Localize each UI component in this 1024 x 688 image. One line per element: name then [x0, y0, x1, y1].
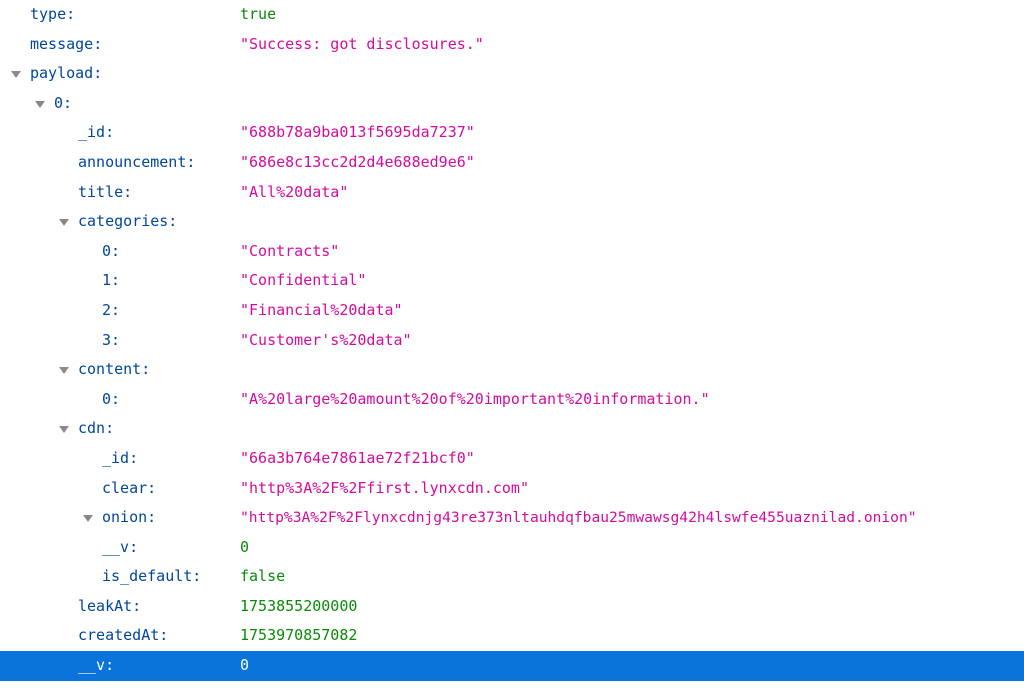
tree-row-categories-2[interactable]: 2: "Financial%20data" [0, 296, 1024, 326]
row-key: message: [30, 34, 103, 53]
expand-triangle-icon[interactable] [58, 207, 70, 237]
expand-triangle-icon[interactable] [82, 503, 94, 533]
tree-row-payload[interactable]: payload: [0, 59, 1024, 89]
row-value: 1753970857082 [240, 626, 358, 645]
tree-row-cdn-clear[interactable]: clear: "http%3A%2F%2Ffirst.lynxcdn.com" [0, 474, 1024, 504]
row-key: 2: [102, 300, 121, 319]
row-value: "Financial%20data" [240, 300, 403, 319]
row-key: 1: [102, 271, 121, 290]
row-value: 0 [240, 537, 250, 556]
row-value: "688b78a9ba013f5695da7237" [240, 123, 475, 142]
tree-row-categories[interactable]: categories: [0, 207, 1024, 237]
row-value: "Contracts" [240, 241, 340, 260]
tree-row-payload-0[interactable]: 0: [0, 89, 1024, 119]
row-key: content: [78, 360, 151, 379]
tree-row-cdn-onion[interactable]: onion: "http%3A%2F%2Flynxcdnjg43re373nlt… [0, 503, 1024, 533]
row-key: createdAt: [78, 626, 169, 645]
row-value: "All%20data" [240, 182, 349, 201]
tree-row-categories-1[interactable]: 1: "Confidential" [0, 266, 1024, 296]
row-value: 1753855200000 [240, 596, 358, 615]
row-key: _id: [102, 448, 139, 467]
row-key: 0: [102, 241, 121, 260]
row-value: "686e8c13cc2d2d4e688ed9e6" [240, 152, 475, 171]
expand-triangle-icon[interactable] [10, 59, 22, 89]
tree-row-v-selected[interactable]: __v: 0 [0, 651, 1024, 681]
tree-row-content-0[interactable]: 0: "A%20large%20amount%20of%20important%… [0, 385, 1024, 415]
row-key: clear: [102, 478, 157, 497]
row-value: "Customer's%20data" [240, 330, 412, 349]
row-key: title: [78, 182, 133, 201]
tree-row-cdn-id[interactable]: _id: "66a3b764e7861ae72f21bcf0" [0, 444, 1024, 474]
row-value: "Success: got disclosures." [240, 34, 484, 53]
tree-row-type[interactable]: type: true [0, 0, 1024, 30]
tree-row-cdn-v[interactable]: __v: 0 [0, 533, 1024, 563]
row-key: announcement: [78, 152, 196, 171]
tree-row-cdn[interactable]: cdn: [0, 414, 1024, 444]
tree-row-message[interactable]: message: "Success: got disclosures." [0, 30, 1024, 60]
row-value: "A%20large%20amount%20of%20important%20i… [240, 389, 710, 408]
row-key: categories: [78, 212, 178, 231]
tree-row-cdn-is-default[interactable]: is_default: false [0, 562, 1024, 592]
row-key: 0: [102, 389, 121, 408]
row-key: onion: [102, 508, 157, 527]
tree-row-id[interactable]: _id: "688b78a9ba013f5695da7237" [0, 118, 1024, 148]
tree-row-content[interactable]: content: [0, 355, 1024, 385]
row-key: type: [30, 5, 76, 23]
row-value: "http%3A%2F%2Flynxcdnjg43re373nltauhdqfb… [240, 509, 917, 527]
row-key: payload: [30, 64, 103, 83]
expand-triangle-icon[interactable] [58, 355, 70, 385]
row-value: false [240, 567, 286, 586]
row-value: "Confidential" [240, 271, 367, 290]
tree-row-categories-3[interactable]: 3: "Customer's%20data" [0, 326, 1024, 356]
row-key: _id: [78, 123, 115, 142]
tree-row-announcement[interactable]: announcement: "686e8c13cc2d2d4e688ed9e6" [0, 148, 1024, 178]
tree-row-created-at[interactable]: createdAt: 1753970857082 [0, 621, 1024, 651]
expand-triangle-icon[interactable] [34, 89, 46, 119]
row-key: __v: [78, 656, 115, 675]
row-key: leakAt: [78, 596, 142, 615]
row-value: "66a3b764e7861ae72f21bcf0" [240, 448, 475, 467]
row-key: is_default: [102, 567, 202, 586]
row-key: 3: [102, 330, 121, 349]
tree-row-leak-at[interactable]: leakAt: 1753855200000 [0, 592, 1024, 622]
expand-triangle-icon[interactable] [58, 414, 70, 444]
row-value: 0 [240, 656, 250, 675]
row-key: __v: [102, 537, 139, 556]
row-value: true [240, 5, 277, 23]
tree-row-categories-0[interactable]: 0: "Contracts" [0, 237, 1024, 267]
row-value: "http%3A%2F%2Ffirst.lynxcdn.com" [240, 478, 529, 497]
tree-row-title[interactable]: title: "All%20data" [0, 178, 1024, 208]
row-key: 0: [54, 93, 73, 112]
row-key: cdn: [78, 419, 115, 438]
